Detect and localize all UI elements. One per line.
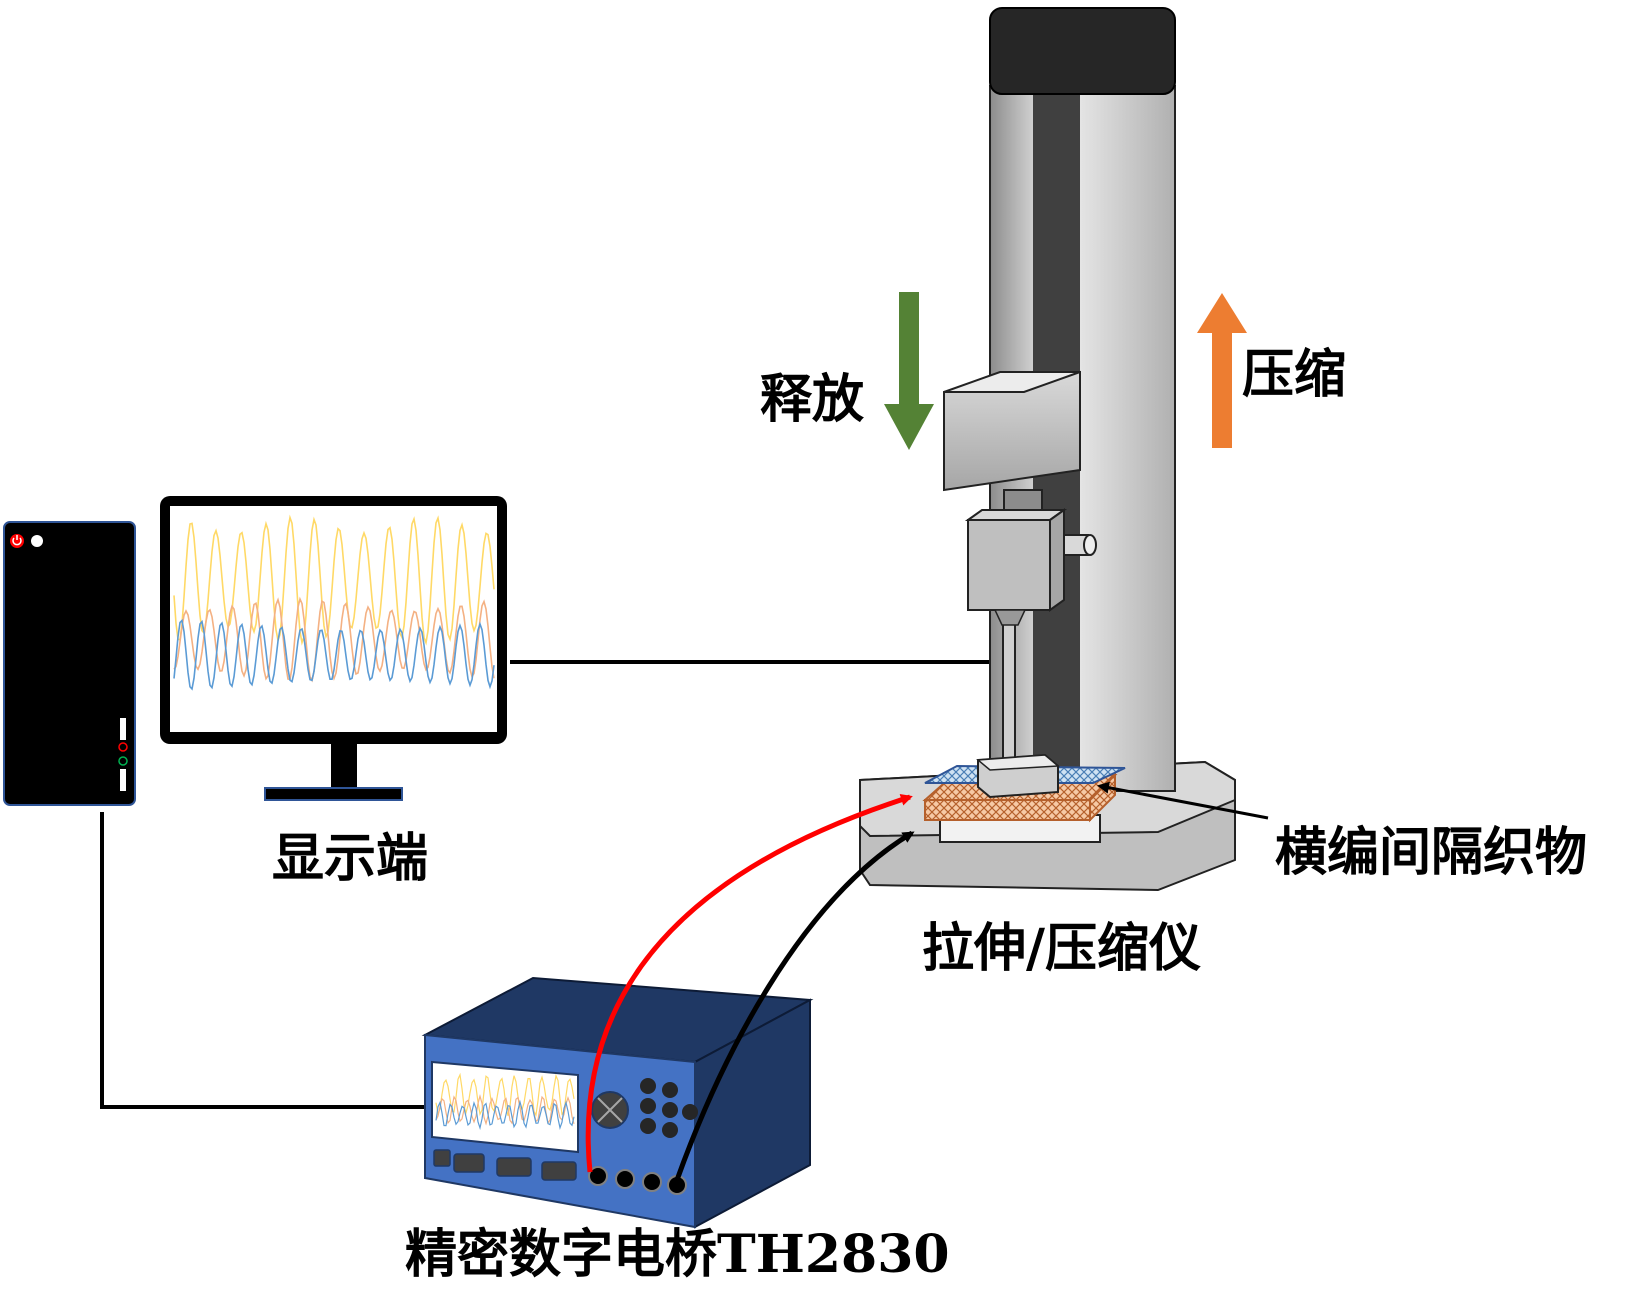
spacer-fabric-sample xyxy=(922,764,1126,823)
monitor xyxy=(160,496,507,801)
terminals xyxy=(588,1166,687,1195)
bridge-label: 精密数字电桥TH2830 xyxy=(405,1224,950,1285)
tester-label: 拉伸/压缩仪 xyxy=(922,918,1201,979)
fabric-label: 横编间隔织物 xyxy=(1275,822,1587,883)
keypad xyxy=(640,1078,698,1138)
soft-keys xyxy=(433,1149,577,1181)
black-lead xyxy=(674,830,915,1181)
bridge-waveform xyxy=(435,1072,575,1131)
cables xyxy=(100,660,995,1109)
release-label: 释放 xyxy=(760,369,864,430)
pc-to-bridge-cable xyxy=(100,812,425,1109)
digital-bridge xyxy=(421,976,814,1229)
display-label: 显示端 xyxy=(272,828,428,889)
compress-arrow xyxy=(1197,293,1247,448)
tester xyxy=(859,7,1236,892)
red-lead xyxy=(585,794,913,1173)
power-icon xyxy=(10,534,24,548)
pc-tower xyxy=(3,521,136,806)
release-arrow xyxy=(884,292,934,450)
monitor-waveform xyxy=(173,514,495,691)
fabric-callout-line xyxy=(1097,781,1269,820)
compress-label: 压缩 xyxy=(1242,344,1346,405)
